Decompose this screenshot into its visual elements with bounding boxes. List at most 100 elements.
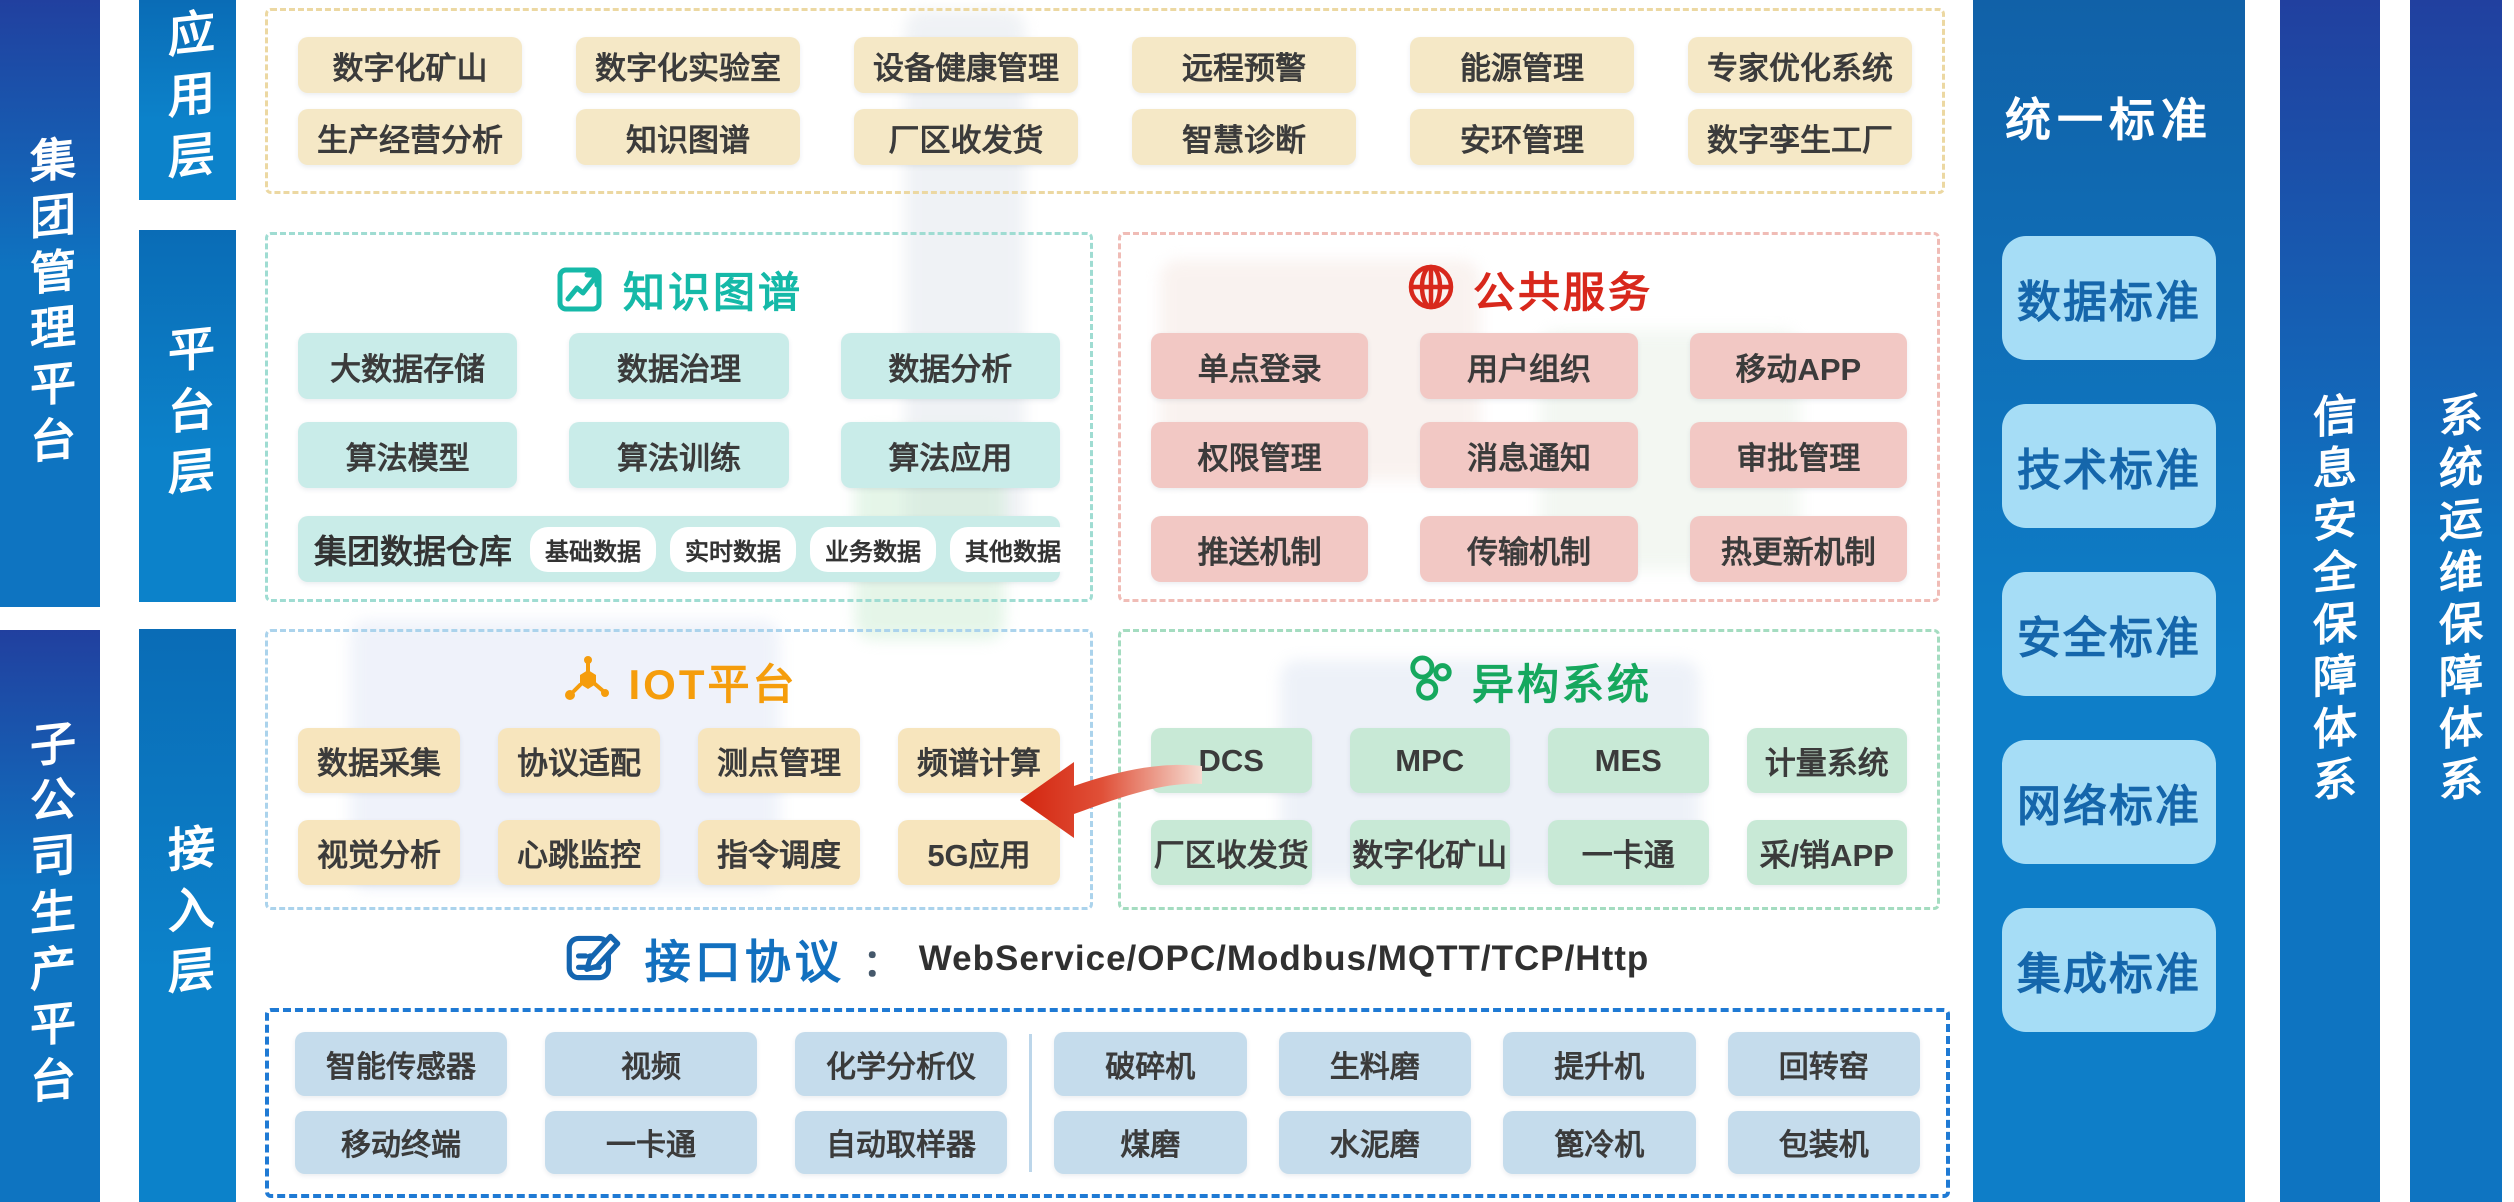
- ps-module-chip: 热更新机制: [1689, 516, 1907, 582]
- information-security-label: 信息安全保障体系: [2306, 390, 2355, 812]
- hs-module-chip: 厂区收发货: [1151, 820, 1312, 885]
- device-chip: 煤磨: [1054, 1110, 1247, 1174]
- device-group-divider: [1029, 1034, 1032, 1172]
- ps-module-chip: 推送机制: [1151, 516, 1369, 582]
- hs-module-chip: 一卡通: [1548, 820, 1709, 885]
- device-chip: 智能传感器: [295, 1032, 507, 1096]
- interface-protocol-row: 接口协议 ： WebService/OPC/Modbus/MQTT/TCP/Ht…: [265, 916, 1945, 1002]
- hs-module-chip: MPC: [1349, 728, 1510, 793]
- app-module-chip: 专家优化系统: [1688, 37, 1912, 93]
- trend-chart-icon: [555, 261, 607, 318]
- subsidiary-production-platform-label: 子公司生产平台: [24, 717, 76, 1115]
- contract-pen-icon: [561, 924, 627, 995]
- iot-module-chip: 心跳监控: [498, 820, 660, 885]
- kg-module-chip: 算法训练: [569, 422, 789, 488]
- kg-module-chip: 算法模型: [298, 422, 518, 488]
- device-chip: 生料磨: [1278, 1032, 1471, 1096]
- devices-box: 智能传感器 视频 化学分析仪 移动终端 一卡通 自动取样器 破碎机 生料磨 提升…: [265, 1008, 1950, 1198]
- access-layer-label: 接入层: [161, 821, 214, 1010]
- public-services-title: 公共服务: [1472, 268, 1653, 316]
- interface-protocol-title: 接口协议: [644, 936, 845, 988]
- ps-module-chip: 移动APP: [1689, 333, 1907, 399]
- app-module-chip: 远程预警: [1132, 37, 1356, 93]
- warehouse-label: 集团数据仓库: [314, 533, 512, 570]
- unified-standards-title: 统一标准: [2005, 94, 2213, 146]
- ps-module-chip: 单点登录: [1151, 333, 1369, 399]
- iot-platform-title: IOT平台: [628, 660, 798, 708]
- app-module-chip: 数字化实验室: [576, 37, 800, 93]
- device-chip: 回转窑: [1727, 1032, 1920, 1096]
- application-layer-label: 应用层: [161, 5, 214, 195]
- system-operations-bar: 系统运维保障体系: [2410, 0, 2502, 1202]
- iot-module-chip: 视觉分析: [298, 820, 460, 885]
- device-group-right: 破碎机 生料磨 提升机 回转窑 煤磨 水泥磨 篦冷机 包装机: [1054, 1032, 1920, 1174]
- iot-module-chip: 数据采集: [298, 728, 460, 793]
- app-module-chip: 生产经营分析: [298, 109, 522, 165]
- knowledge-graph-box: 知识图谱 大数据存储 数据治理 数据分析 算法模型 算法训练 算法应用 集团数据…: [265, 232, 1093, 602]
- globe-icon: [1405, 261, 1457, 318]
- interface-protocol-value: WebService/OPC/Modbus/MQTT/TCP/Http: [918, 939, 1650, 978]
- iot-module-chip: 测点管理: [698, 728, 860, 793]
- iot-module-chip: 5G应用: [898, 820, 1060, 885]
- warehouse-tag: 其他数据: [950, 526, 1076, 572]
- group-management-platform-bar: 集团管理平台: [0, 0, 100, 607]
- ps-module-chip: 传输机制: [1420, 516, 1638, 582]
- iot-module-chip: 协议适配: [498, 728, 660, 793]
- interface-protocol-colon: ：: [862, 942, 901, 985]
- device-chip: 破碎机: [1054, 1032, 1247, 1096]
- access-layer-bar: 接入层: [139, 629, 236, 1202]
- iot-module-chip: 频谱计算: [898, 728, 1060, 793]
- warehouse-tag: 基础数据: [530, 526, 656, 572]
- ps-module-chip: 权限管理: [1151, 422, 1369, 488]
- iot-module-chip: 指令调度: [698, 820, 860, 885]
- device-group-left: 智能传感器 视频 化学分析仪 移动终端 一卡通 自动取样器: [295, 1032, 1007, 1174]
- iot-platform-box: IOT平台 数据采集 协议适配 测点管理 频谱计算 视觉分析 心跳监控 指令调度…: [265, 629, 1093, 910]
- group-data-warehouse-bar: 集团数据仓库 基础数据 实时数据 业务数据 其他数据: [298, 516, 1076, 582]
- group-management-platform-label: 集团管理平台: [24, 132, 76, 475]
- public-services-box: 公共服务 单点登录 用户组织 移动APP 权限管理 消息通知 审批管理 推送机制…: [1118, 232, 1940, 602]
- kg-module-chip: 算法应用: [840, 422, 1060, 488]
- app-module-chip: 数字化矿山: [298, 37, 522, 93]
- heterogeneous-systems-box: 异构系统 DCS MPC MES 计量系统 厂区收发货 数字化矿山 一卡通 采/…: [1118, 629, 1940, 910]
- device-chip: 自动取样器: [795, 1110, 1007, 1174]
- information-security-bar: 信息安全保障体系: [2280, 0, 2380, 1202]
- device-chip: 水泥磨: [1278, 1110, 1471, 1174]
- bubbles-icon: [1406, 654, 1456, 709]
- system-operations-label: 系统运维保障体系: [2432, 390, 2481, 812]
- device-chip: 化学分析仪: [795, 1032, 1007, 1096]
- integration-arrow: [1016, 750, 1206, 850]
- hs-module-chip: 计量系统: [1746, 728, 1907, 793]
- application-modules-box: 数字化矿山 数字化实验室 设备健康管理 远程预警 能源管理 专家优化系统 生产经…: [265, 8, 1945, 194]
- ps-module-chip: 消息通知: [1420, 422, 1638, 488]
- kg-module-chip: 数据治理: [569, 333, 789, 399]
- knowledge-graph-title: 知识图谱: [622, 268, 803, 316]
- app-module-chip: 能源管理: [1410, 37, 1634, 93]
- kg-module-chip: 数据分析: [840, 333, 1060, 399]
- unified-standards-column: 统一标准 数据标准 技术标准 安全标准 网络标准 集成标准: [1973, 0, 2245, 1202]
- hs-module-chip: MES: [1548, 728, 1709, 793]
- kg-module-chip: 大数据存储: [298, 333, 518, 399]
- standard-chip: 网络标准: [2002, 740, 2216, 864]
- app-module-chip: 知识图谱: [576, 109, 800, 165]
- standard-chip: 安全标准: [2002, 572, 2216, 696]
- iot-node-icon: [561, 653, 613, 710]
- standard-chip: 数据标准: [2002, 236, 2216, 360]
- application-layer-bar: 应用层: [139, 0, 236, 200]
- platform-layer-label: 平台层: [161, 321, 214, 511]
- app-module-chip: 设备健康管理: [854, 37, 1078, 93]
- heterogeneous-systems-title: 异构系统: [1471, 660, 1652, 708]
- ps-module-chip: 用户组织: [1420, 333, 1638, 399]
- ps-module-chip: 审批管理: [1689, 422, 1907, 488]
- device-chip: 一卡通: [545, 1110, 757, 1174]
- standard-chip: 集成标准: [2002, 908, 2216, 1032]
- device-chip: 移动终端: [295, 1110, 507, 1174]
- app-module-chip: 智慧诊断: [1132, 109, 1356, 165]
- app-module-chip: 安环管理: [1410, 109, 1634, 165]
- app-module-chip: 厂区收发货: [854, 109, 1078, 165]
- hs-module-chip: 采/销APP: [1746, 820, 1907, 885]
- warehouse-tag: 业务数据: [810, 526, 936, 572]
- hs-module-chip: 数字化矿山: [1349, 820, 1510, 885]
- standard-chip: 技术标准: [2002, 404, 2216, 528]
- device-chip: 篦冷机: [1503, 1110, 1696, 1174]
